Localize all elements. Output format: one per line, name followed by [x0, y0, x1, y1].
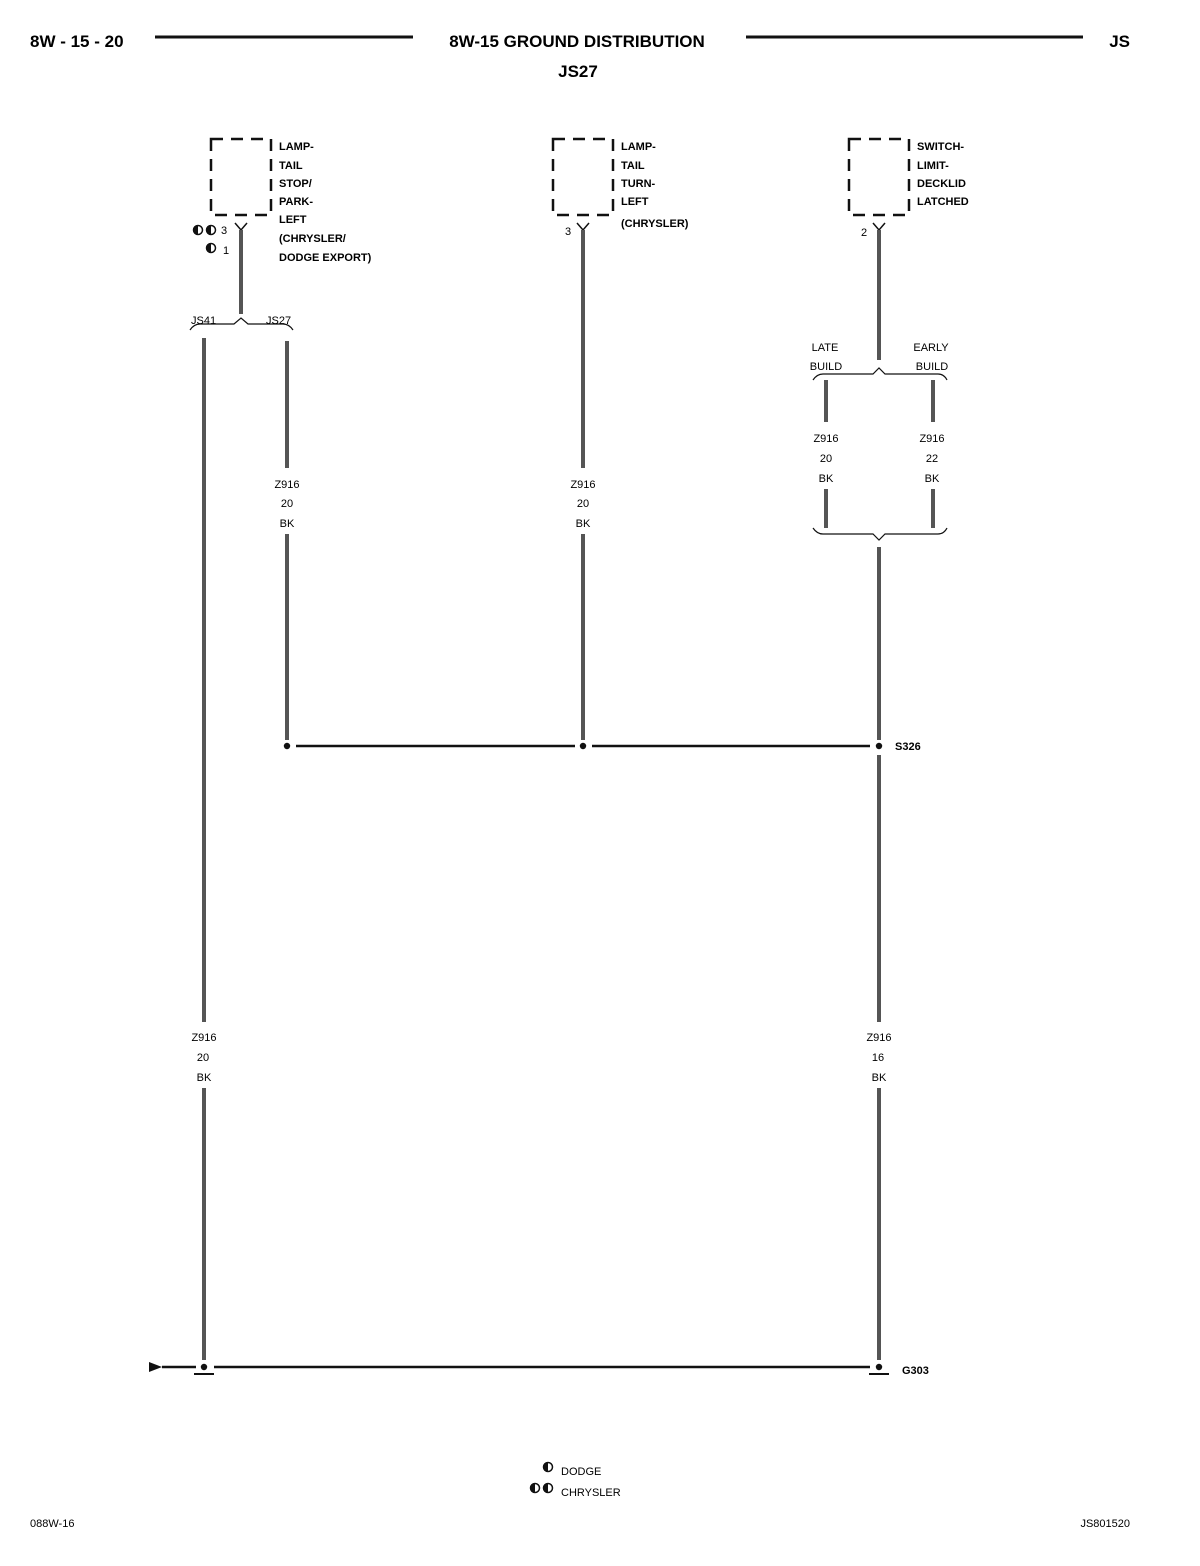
footer-reference-left: 088W-16 [30, 1518, 74, 1530]
svg-text:TAIL: TAIL [621, 160, 645, 172]
svg-text:TURN-: TURN- [621, 178, 656, 190]
continuation-arrow-icon[interactable] [149, 1362, 162, 1372]
connector-pin-tail-turn [576, 222, 590, 232]
svg-text:LAMP-: LAMP- [621, 141, 656, 153]
svg-text:Z916: Z916 [274, 479, 299, 491]
svg-text:16: 16 [872, 1052, 884, 1064]
svg-text:LAMP-: LAMP- [279, 141, 314, 153]
svg-text:20: 20 [281, 498, 293, 510]
pin-number-chrysler: 3 [221, 225, 227, 237]
ground-label-g303: G303 [902, 1365, 929, 1377]
connector-pin-tail-stop-park [234, 222, 248, 232]
component-tail-turn-label: LAMP- TAIL TURN- LEFT (CHRYSLER) [621, 141, 689, 230]
svg-text:(CHRYSLER): (CHRYSLER) [621, 218, 689, 230]
branch-bracket-left [189, 317, 294, 331]
branch-label-js27: JS27 [266, 315, 291, 327]
connector-pin-decklid-switch [872, 222, 886, 232]
ground-node-js41 [200, 1363, 208, 1371]
page-title: 8W-15 GROUND DISTRIBUTION [449, 32, 705, 51]
svg-text:LIMIT-: LIMIT- [917, 160, 949, 172]
svg-text:DODGE EXPORT): DODGE EXPORT) [279, 252, 372, 264]
svg-text:LEFT: LEFT [279, 214, 307, 226]
svg-text:DECKLID: DECKLID [917, 178, 966, 190]
component-tail-stop-park-label: LAMP- TAIL STOP/ PARK- LEFT (CHRYSLER/ D… [279, 141, 372, 264]
svg-text:STOP/: STOP/ [279, 178, 312, 190]
svg-text:LEFT: LEFT [621, 196, 649, 208]
svg-text:Z916: Z916 [813, 433, 838, 445]
splice-label-s326: S326 [895, 741, 921, 753]
svg-text:SWITCH-: SWITCH- [917, 141, 964, 153]
pin-number-dodge: 1 [223, 245, 229, 257]
svg-text:Z916: Z916 [866, 1032, 891, 1044]
chrysler-pin-icon [192, 224, 217, 236]
svg-text:BK: BK [197, 1072, 212, 1084]
svg-text:20: 20 [197, 1052, 209, 1064]
svg-text:BUILD: BUILD [916, 361, 948, 373]
wire-label-tail-turn: Z916 20 BK [570, 479, 595, 530]
wire-label-splice-ground: Z916 16 BK [866, 1032, 891, 1084]
page-number: 8W - 15 - 20 [30, 32, 124, 51]
svg-text:LATE: LATE [812, 342, 839, 354]
model-code: JS [1109, 32, 1130, 51]
wire-label-late-build: Z916 20 BK [813, 433, 838, 485]
splice-node-s326 [875, 742, 883, 750]
svg-text:TAIL: TAIL [279, 160, 303, 172]
svg-text:EARLY: EARLY [913, 342, 949, 354]
branch-bracket-right-bottom [812, 527, 948, 541]
svg-text:BK: BK [925, 473, 940, 485]
svg-text:BK: BK [280, 518, 295, 530]
component-decklid-switch[interactable] [847, 137, 911, 217]
splice-node-tail-turn [579, 742, 587, 750]
legend-dodge-label: DODGE [561, 1466, 601, 1478]
pin-number-tail-turn: 3 [565, 226, 571, 238]
pin-number-decklid-switch: 2 [861, 227, 867, 239]
wire-label-early-build: Z916 22 BK [919, 433, 944, 485]
svg-text:Z916: Z916 [570, 479, 595, 491]
branch-label-js41: JS41 [191, 315, 216, 327]
page-subtitle: JS27 [558, 62, 598, 81]
svg-text:(CHRYSLER/: (CHRYSLER/ [279, 233, 346, 245]
footer-reference-right: JS801520 [1080, 1518, 1130, 1530]
svg-text:Z916: Z916 [919, 433, 944, 445]
component-decklid-switch-label: SWITCH- LIMIT- DECKLID LATCHED [917, 141, 969, 208]
splice-node-js27 [283, 742, 291, 750]
legend-chrysler-icon [529, 1482, 554, 1494]
branch-label-early-build: EARLY BUILD [913, 342, 949, 373]
svg-text:20: 20 [577, 498, 589, 510]
legend-chrysler-label: CHRYSLER [561, 1487, 621, 1499]
wire-label-js41: Z916 20 BK [191, 1032, 216, 1084]
component-tail-turn-lamp[interactable] [551, 137, 615, 217]
svg-text:BUILD: BUILD [810, 361, 842, 373]
svg-text:20: 20 [820, 453, 832, 465]
branch-bracket-right-top [812, 367, 948, 381]
legend-dodge-icon [542, 1461, 554, 1473]
wire-label-js27: Z916 20 BK [274, 479, 299, 530]
svg-text:BK: BK [576, 518, 591, 530]
svg-text:22: 22 [926, 453, 938, 465]
svg-text:BK: BK [819, 473, 834, 485]
svg-text:PARK-: PARK- [279, 196, 313, 208]
svg-text:Z916: Z916 [191, 1032, 216, 1044]
svg-text:BK: BK [872, 1072, 887, 1084]
svg-text:LATCHED: LATCHED [917, 196, 969, 208]
component-tail-stop-park-lamp[interactable] [209, 137, 273, 217]
dodge-pin-icon [205, 242, 217, 254]
ground-node-g303 [875, 1363, 883, 1371]
branch-label-late-build: LATE BUILD [810, 342, 842, 373]
